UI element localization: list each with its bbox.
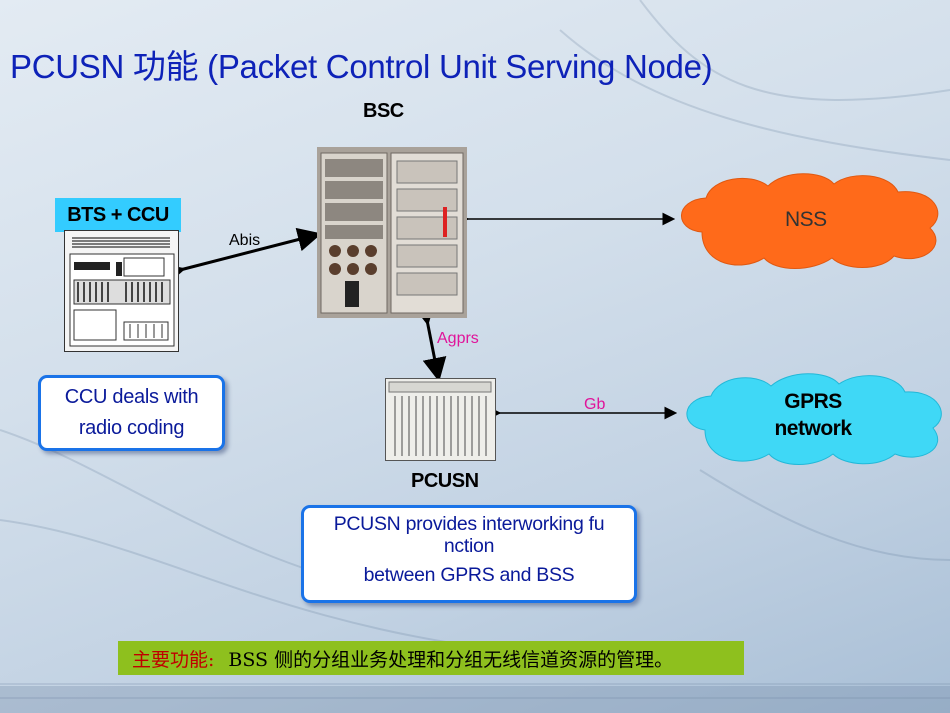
pcusn-equipment-image: [385, 378, 496, 461]
gb-label: Gb: [584, 396, 606, 413]
nss-label: NSS: [785, 208, 827, 231]
agprs-label: Agprs: [437, 330, 479, 347]
bsc-label: BSC: [363, 100, 404, 122]
main-function-bar: 主要功能: BSS 侧的分组业务处理和分组无线信道资源的管理。: [118, 641, 744, 675]
page-title: PCUSN 功能 (Packet Control Unit Serving No…: [10, 48, 713, 85]
gprs-network-label: GPRS network: [774, 390, 852, 440]
abis-label: Abis: [229, 232, 261, 249]
ccu-callout: CCU deals with radio coding: [38, 375, 225, 451]
bsc-cabinet-image: [317, 147, 467, 318]
pcusn-callout: PCUSN provides interworking fu nction be…: [301, 505, 637, 603]
pcusn-label: PCUSN: [411, 470, 479, 492]
nss-cloud: [681, 173, 939, 269]
bts-cabinet-image: [64, 230, 179, 352]
bottom-brick-band: [0, 683, 950, 699]
main-function-key: 主要功能:: [132, 648, 215, 671]
main-function-text: BSS 侧的分组业务处理和分组无线信道资源的管理。: [228, 648, 674, 671]
bts-label: BTS + CCU: [55, 198, 181, 232]
gprs-network-cloud: [686, 373, 942, 465]
